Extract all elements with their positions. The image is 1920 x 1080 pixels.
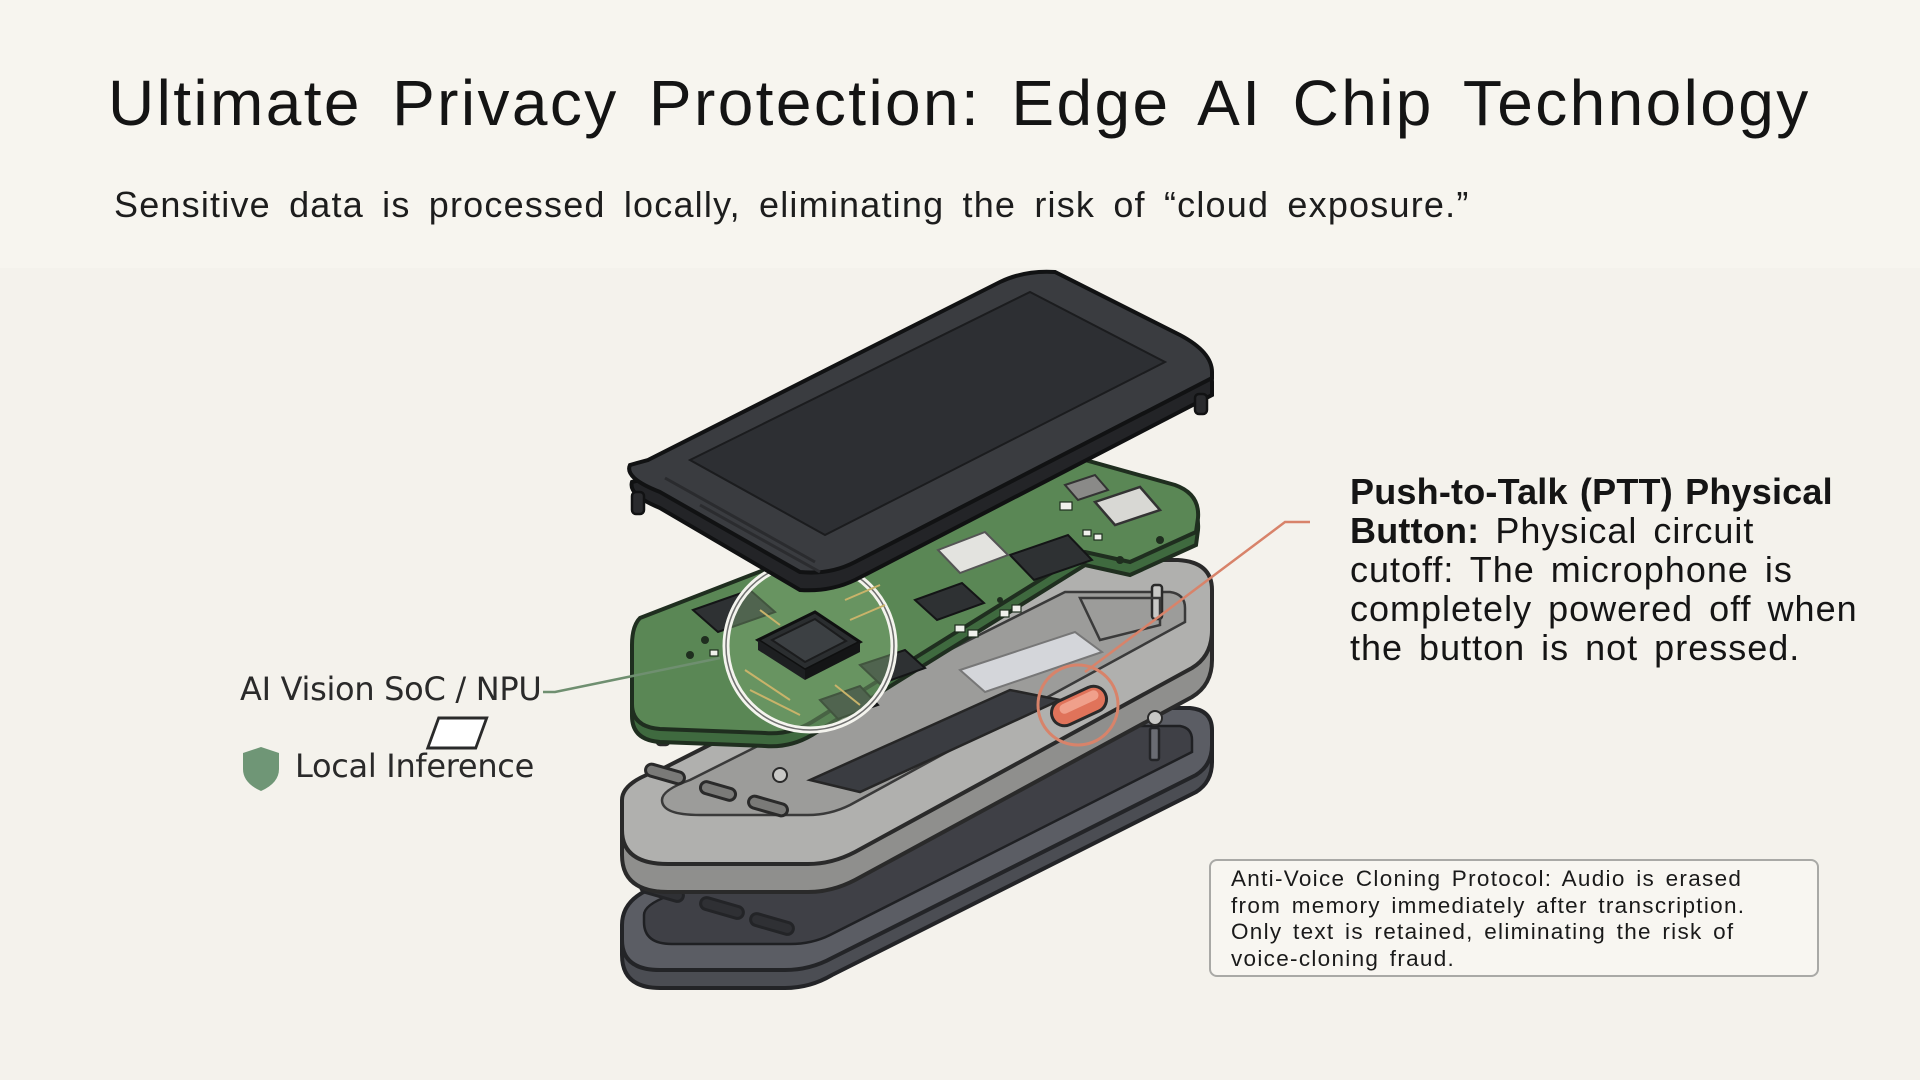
ptt-description: Push-to-Talk (PTT) Physical Button: Phys… xyxy=(1350,472,1870,667)
ptt-body: Physical circuit cutoff: The microphone … xyxy=(1350,510,1858,668)
page-subtitle: Sensitive data is processed locally, eli… xyxy=(114,184,1470,225)
ptt-title: Push-to-Talk (PTT) Physical Button: xyxy=(1350,471,1833,551)
ptt-callout-line xyxy=(1084,520,1310,673)
soc-label: AI Vision SoC / NPU xyxy=(240,670,542,708)
local-inference-label: Local Inference xyxy=(295,747,534,785)
screen-top-cover xyxy=(627,269,1214,593)
anti-voice-cloning-text: Anti-Voice Cloning Protocol: Audio is er… xyxy=(1231,866,1746,971)
pcb-board xyxy=(630,456,1201,749)
anti-voice-cloning-note: Anti-Voice Cloning Protocol: Audio is er… xyxy=(1209,859,1819,977)
soc-callout-line xyxy=(543,656,721,694)
ptt-button-icon xyxy=(1036,663,1120,747)
page-title: Ultimate Privacy Protection: Edge AI Chi… xyxy=(108,67,1811,139)
shield-icon xyxy=(243,747,279,791)
